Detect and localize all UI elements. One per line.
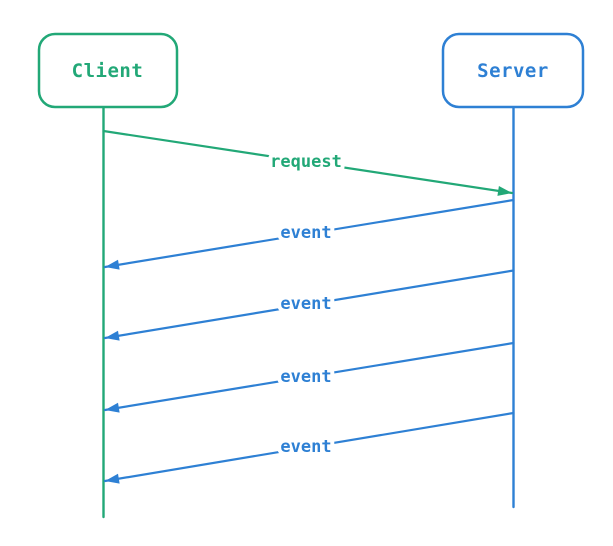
message-event-1: event xyxy=(103,198,515,270)
message-event-3: event xyxy=(103,341,515,413)
message-line-event-3 xyxy=(103,341,515,413)
actor-label-server: Server xyxy=(477,60,549,82)
message-label-request: request xyxy=(270,152,342,172)
message-event-2: event xyxy=(103,269,515,341)
message-request: request xyxy=(102,129,514,196)
message-label-event-1: event xyxy=(280,223,331,243)
actor-label-client: Client xyxy=(72,60,144,82)
message-label-event-2: event xyxy=(280,294,331,314)
actor-box-server xyxy=(441,32,585,109)
message-label-event-4: event xyxy=(280,437,331,457)
message-line-event-4 xyxy=(103,411,515,484)
message-label-event-3: event xyxy=(280,367,331,387)
message-line-event-1 xyxy=(103,198,515,270)
actor-server: Server xyxy=(441,32,585,109)
actor-box-client xyxy=(37,32,179,109)
actor-client: Client xyxy=(37,32,179,109)
message-line-request xyxy=(102,129,514,196)
message-line-event-2 xyxy=(103,269,515,341)
message-event-4: event xyxy=(103,411,515,484)
